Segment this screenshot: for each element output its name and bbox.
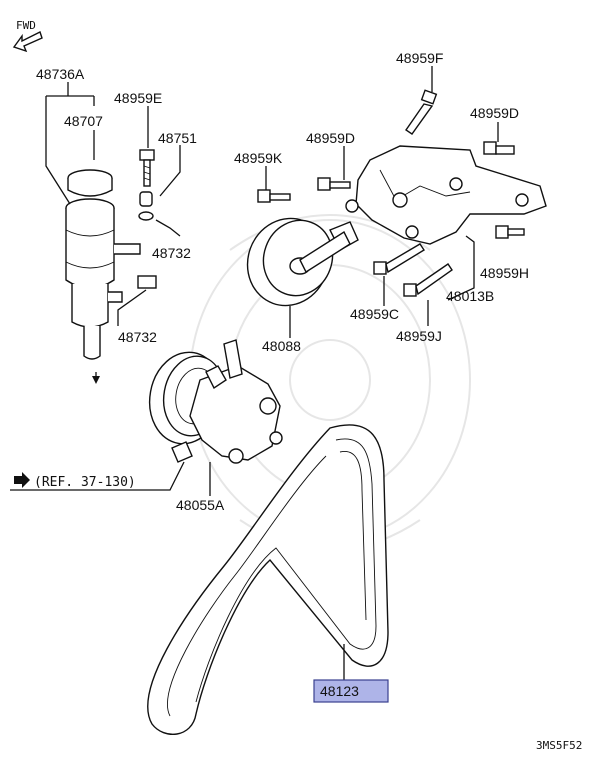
part-label-48123[interactable]: 48123 (320, 683, 359, 699)
bracket-bolts (257, 89, 525, 297)
part-label-48959h[interactable]: 48959H (480, 265, 529, 281)
drain-arrow-icon (92, 376, 100, 384)
forward-arrow-icon (12, 31, 43, 53)
reference-arrow-icon (14, 472, 30, 488)
part-label-48088[interactable]: 48088 (262, 338, 301, 354)
diagram-code: 3MS5F52 (536, 739, 582, 752)
bolt-48959h (495, 225, 525, 239)
fwd-label: FWD (16, 19, 36, 32)
part-label-48959d-left[interactable]: 48959D (306, 130, 355, 146)
part-label-48732-lower[interactable]: 48732 (118, 329, 157, 345)
bolt-48959f (405, 89, 438, 135)
part-label-48959j[interactable]: 48959J (396, 328, 442, 344)
bolt-48959e (139, 149, 155, 161)
part-label-48013b[interactable]: 48013B (446, 288, 494, 304)
part-label-48751[interactable]: 48751 (158, 130, 197, 146)
pump-bracket (329, 145, 547, 251)
bolt-48959j (403, 263, 453, 297)
part-label-48959e[interactable]: 48959E (114, 90, 162, 106)
reservoir-hardware (137, 149, 157, 289)
part-labels[interactable]: 48736A 48707 48959E 48751 48732 48732 48… (36, 50, 529, 699)
part-label-48707[interactable]: 48707 (64, 113, 103, 129)
part-label-48055a[interactable]: 48055A (176, 497, 225, 513)
drive-belt-48123 (147, 424, 389, 736)
collar-48751 (139, 191, 153, 207)
part-label-48959d-right[interactable]: 48959D (470, 105, 519, 121)
highlighted-part-box (313, 679, 389, 703)
power-steering-pump-48055a (148, 339, 283, 464)
idler-pulley-48088 (246, 217, 351, 307)
part-label-48959f[interactable]: 48959F (396, 50, 443, 66)
bolt-48959k (257, 189, 291, 203)
part-label-48959k[interactable]: 48959K (234, 150, 283, 166)
forward-direction-indicator: FWD (12, 19, 43, 53)
nut-48732 (137, 275, 157, 289)
part-label-48736a[interactable]: 48736A (36, 66, 85, 82)
part-label-48959c[interactable]: 48959C (350, 306, 399, 322)
washer-48732 (138, 211, 154, 221)
leader-lines (10, 66, 499, 684)
reservoir-assembly (65, 169, 141, 384)
reference-label: (REF. 37-130) (34, 475, 136, 490)
part-label-48732-upper[interactable]: 48732 (152, 245, 191, 261)
reference-note: (REF. 37-130) (14, 472, 136, 490)
reservoir-tank (65, 208, 115, 289)
bolt-48959d-left (317, 177, 351, 191)
bolt-48959d-right (483, 141, 515, 155)
bolt-48959c (373, 243, 425, 275)
